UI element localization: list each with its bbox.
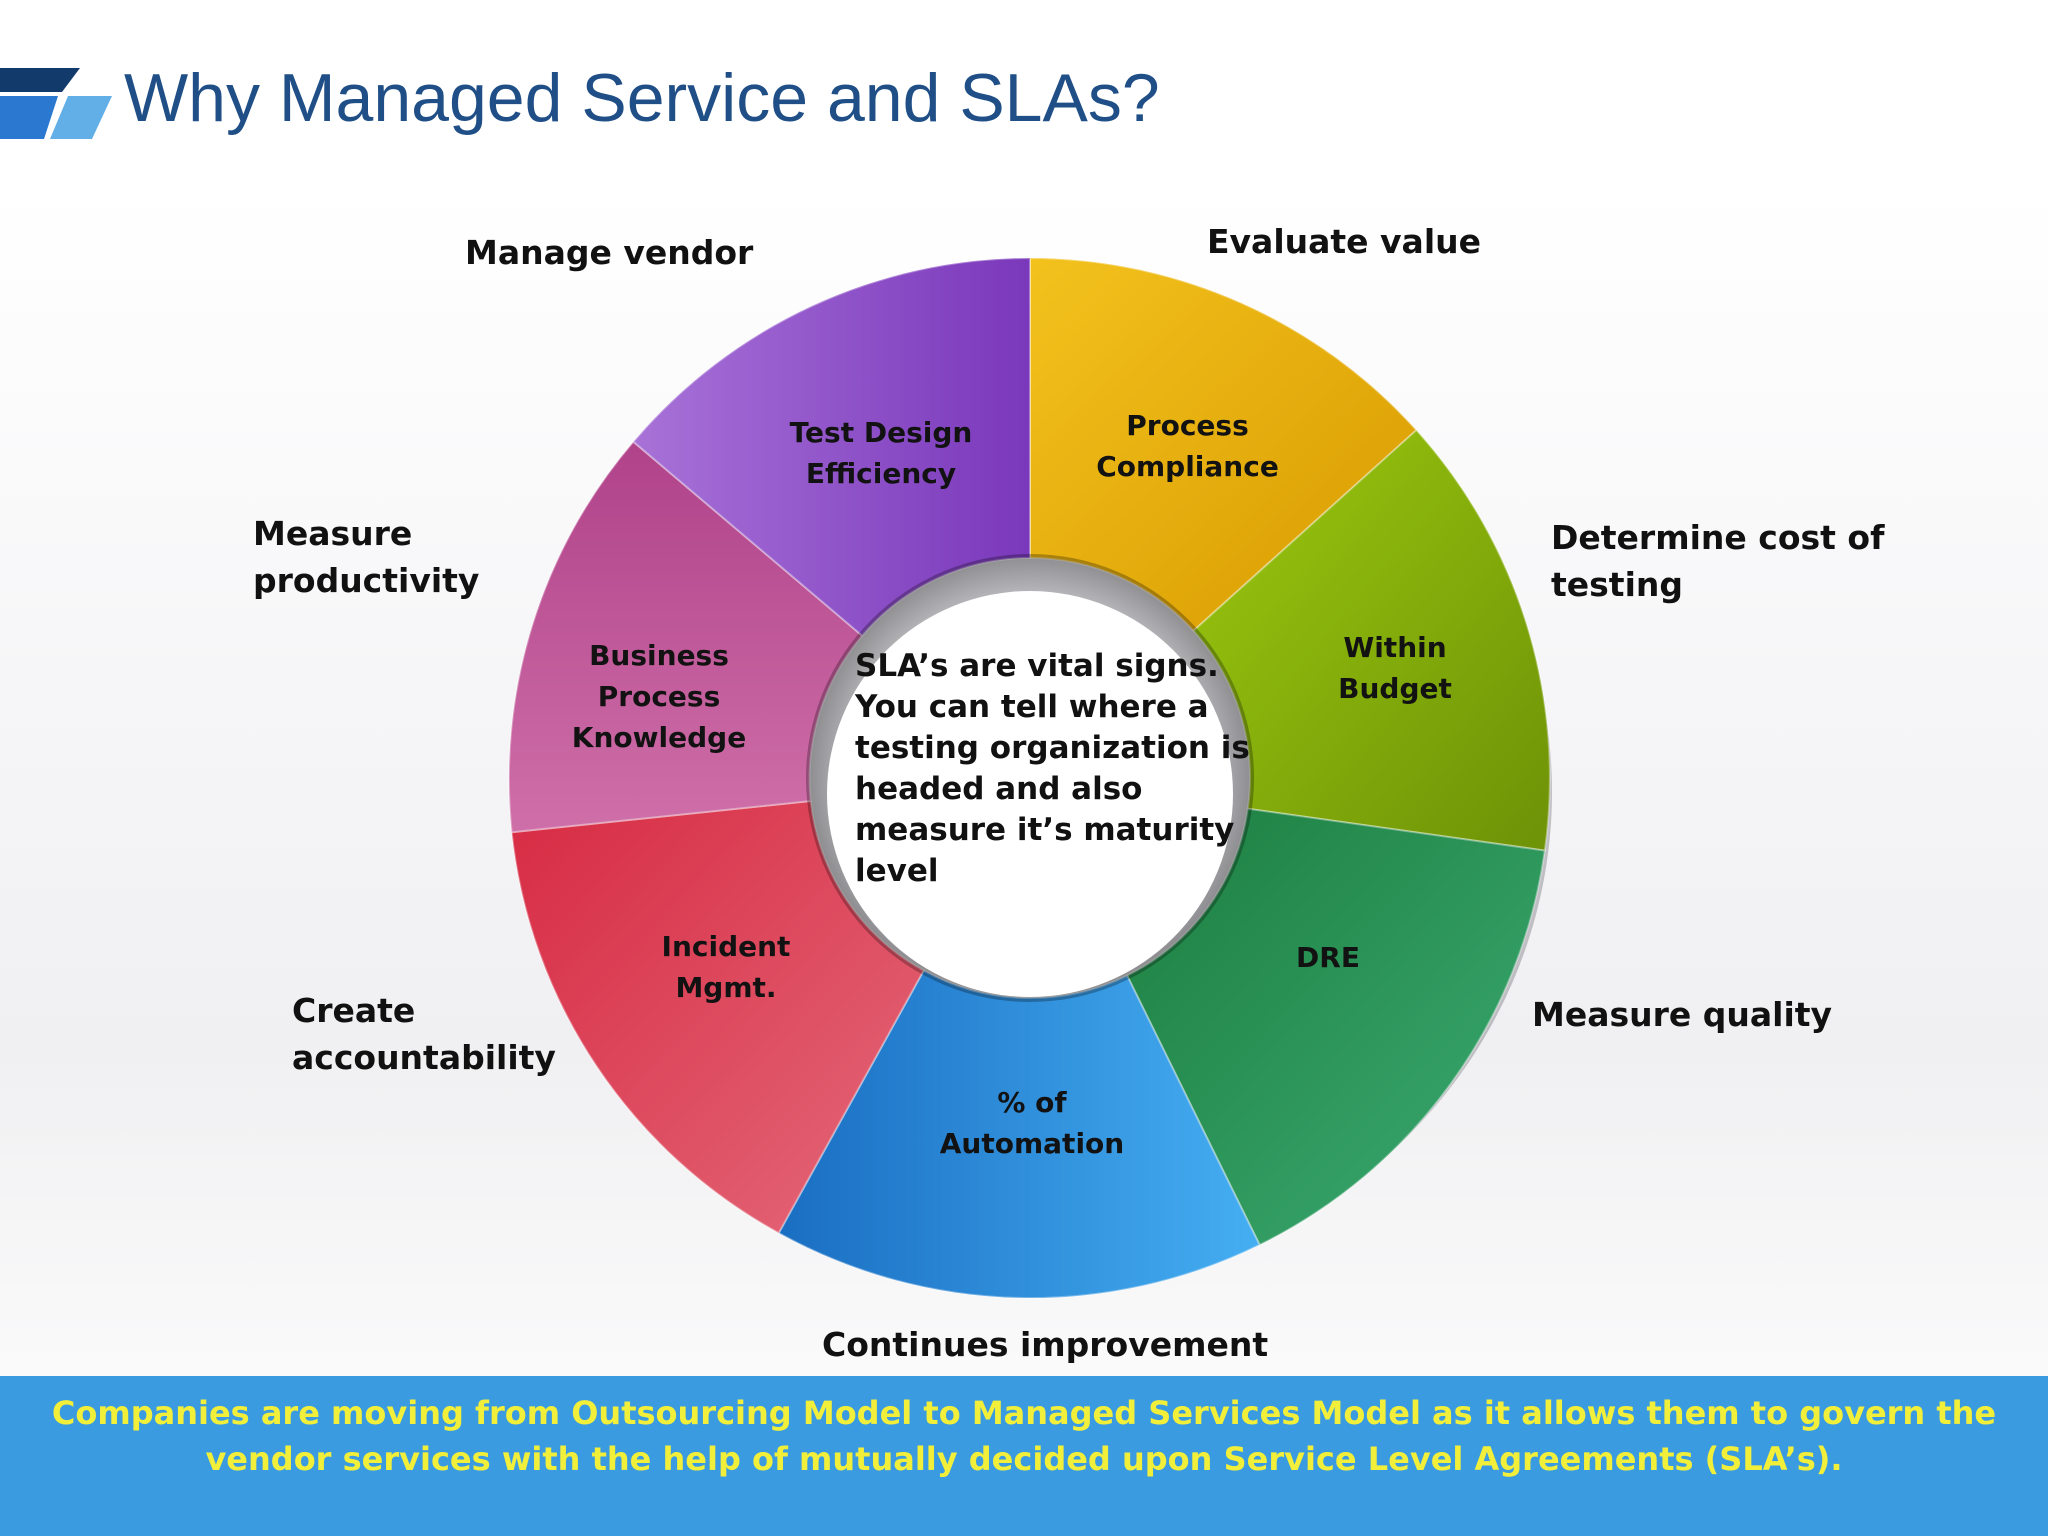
outer-label-measure-productivity: Measure productivity <box>253 510 493 604</box>
outer-label-create-accountability: Create accountability <box>292 987 562 1081</box>
outer-label-determine-cost: Determine cost of testing <box>1551 514 1891 608</box>
outer-label-measure-quality: Measure quality <box>1532 995 1833 1034</box>
segment-label-business-process-knowledge-text: Business Process Knowledge <box>571 639 747 754</box>
accent-dark-stripe <box>0 68 80 92</box>
outer-label-create-accountability-text: Create accountability <box>292 991 556 1077</box>
slide-title: Why Managed Service and SLAs? <box>124 60 1160 136</box>
outer-label-manage-vendor: Manage vendor <box>465 233 754 272</box>
outer-label-determine-cost-text: Determine cost of testing <box>1551 518 1885 604</box>
outer-label-continues-improvement: Continues improvement <box>822 1325 1269 1364</box>
footer-banner <box>0 1376 2048 1536</box>
footer-text: Companies are moving from Outsourcing Mo… <box>51 1394 1997 1478</box>
center-description: SLA’s are vital signs. You can tell wher… <box>855 648 1250 889</box>
segment-label-process-compliance: Process Compliance <box>1095 405 1280 487</box>
title-accent-shape <box>0 68 112 139</box>
segment-label-automation-text: % of Automation <box>939 1086 1125 1160</box>
outer-label-evaluate-value: Evaluate value <box>1207 222 1482 261</box>
segment-label-test-design-efficiency: Test Design Efficiency <box>786 412 976 494</box>
accent-mid-stripe <box>0 96 58 139</box>
segment-label-incident-mgmt-text: Incident Mgmt. <box>661 930 791 1004</box>
segment-label-dre: DRE <box>1296 941 1360 974</box>
segment-label-business-process-knowledge: Business Process Knowledge <box>569 635 749 758</box>
segment-label-test-design-efficiency-text: Test Design Efficiency <box>789 416 973 490</box>
segment-label-incident-mgmt: Incident Mgmt. <box>656 926 796 1008</box>
outer-label-measure-productivity-text: Measure productivity <box>253 514 480 600</box>
segment-label-automation: % of Automation <box>925 1082 1139 1164</box>
ring-center-hole <box>827 591 1233 997</box>
accent-light-stripe <box>50 96 112 139</box>
segment-label-within-budget-text: Within Budget <box>1338 631 1452 705</box>
segment-label-within-budget: Within Budget <box>1325 627 1465 709</box>
segment-label-process-compliance-text: Process Compliance <box>1096 409 1279 483</box>
